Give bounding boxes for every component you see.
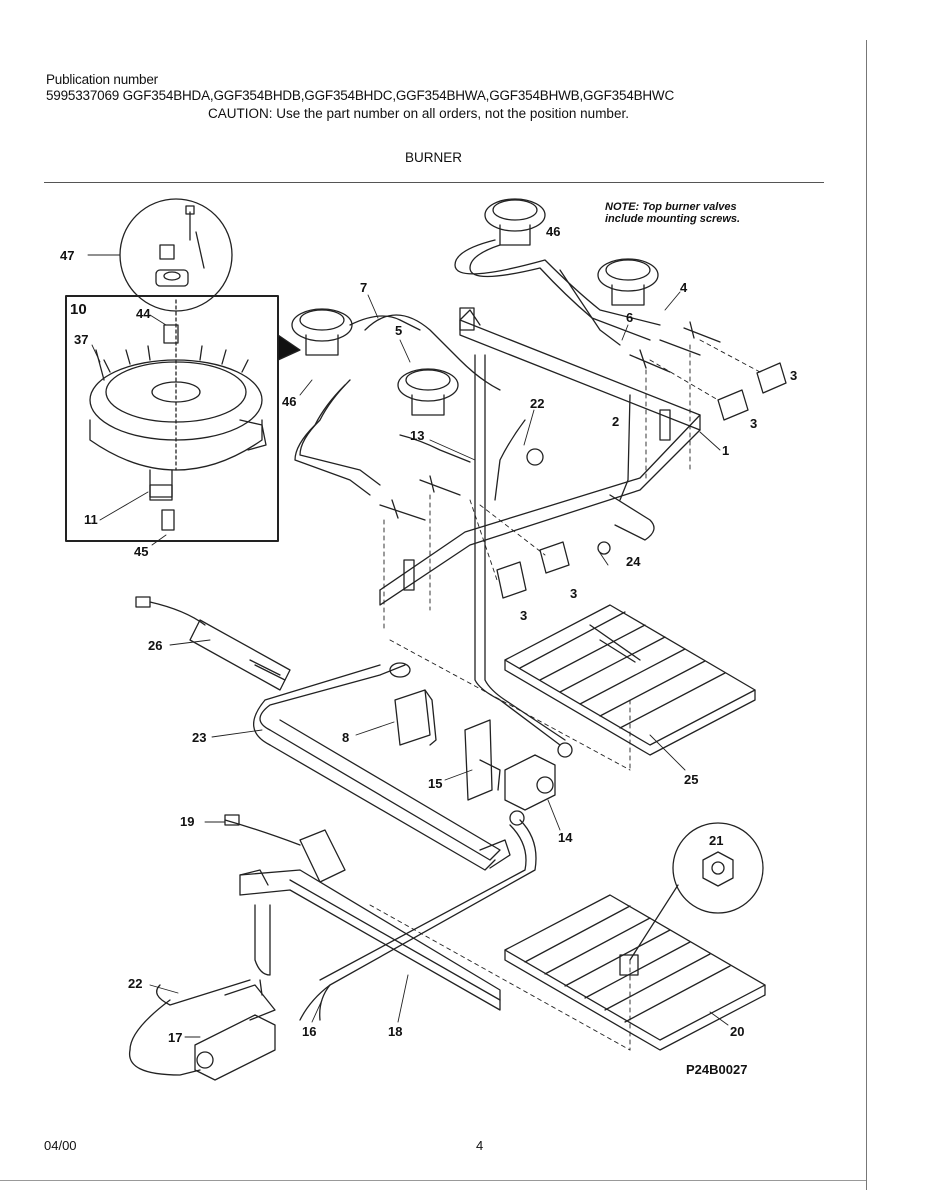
callout-19: 19	[180, 814, 194, 829]
footer-date: 04/00	[44, 1138, 77, 1153]
gas-tubing	[294, 239, 661, 746]
callout-46-left: 46	[282, 394, 296, 409]
baffle-25	[504, 604, 756, 756]
mounting-plates	[496, 362, 787, 599]
caution-text: CAUTION: Use the part number on all orde…	[208, 106, 629, 121]
callout-24: 24	[626, 554, 641, 569]
callout-21: 21	[709, 833, 723, 848]
detail-circle-21	[629, 822, 764, 961]
diagram-note-line2: include mounting screws.	[605, 213, 740, 225]
footer-page-number: 4	[476, 1138, 484, 1153]
callout-25: 25	[684, 772, 698, 787]
callout-11: 11	[84, 512, 98, 527]
title-divider	[44, 182, 824, 183]
callout-17: 17	[168, 1030, 182, 1045]
top-burner-heads	[291, 198, 659, 416]
callout-1: 1	[722, 443, 729, 458]
callout-26: 26	[148, 638, 162, 653]
lower-valve-17	[194, 979, 276, 1081]
callout-6: 6	[626, 310, 633, 325]
publication-label: Publication number	[46, 72, 158, 87]
pressure-regulator-14	[504, 742, 573, 826]
broil-burner-18	[224, 814, 501, 1011]
oven-burner-23	[253, 662, 511, 871]
callout-23: 23	[192, 730, 206, 745]
callout-15: 15	[428, 776, 442, 791]
baffle-20	[504, 894, 766, 1051]
section-title: BURNER	[405, 150, 463, 165]
bracket-15	[464, 719, 501, 801]
callout-45: 45	[134, 544, 148, 559]
diagram-note-line1: NOTE: Top burner valves	[605, 201, 737, 213]
callout-3-lower: 3	[520, 608, 527, 623]
callout-44: 44	[136, 306, 151, 321]
callout-37: 37	[74, 332, 88, 347]
callout-13: 13	[410, 428, 424, 443]
callout-8: 8	[342, 730, 349, 745]
callout-14: 14	[558, 830, 573, 845]
manifold-rail	[379, 307, 701, 606]
callout-4: 4	[680, 280, 688, 295]
detail-circle-47	[119, 198, 233, 312]
burner-valves	[379, 321, 721, 555]
callout-3-far-right: 3	[790, 368, 797, 383]
callout-leaders	[87, 254, 729, 1038]
inset-box-10	[65, 295, 301, 542]
dashed-guides	[369, 339, 761, 1051]
igniter-harness-26	[135, 596, 291, 691]
callout-18: 18	[388, 1024, 402, 1039]
callout-7: 7	[360, 280, 367, 295]
page-right-edge-rule	[866, 40, 867, 1190]
bracket-8	[394, 689, 437, 746]
callout-5: 5	[395, 323, 402, 338]
callout-46-top: 46	[546, 224, 560, 239]
drawing-code: P24B0027	[686, 1062, 747, 1077]
callout-22-upper: 22	[530, 396, 544, 411]
callout-3-right: 3	[750, 416, 757, 431]
publication-number-models: 5995337069 GGF354BHDA,GGF354BHDB,GGF354B…	[46, 88, 675, 103]
callout-47: 47	[60, 248, 74, 263]
callout-20: 20	[730, 1024, 744, 1039]
page-bottom-rule	[0, 1180, 866, 1181]
callout-22-lower: 22	[128, 976, 142, 991]
callout-10: 10	[70, 301, 87, 318]
callout-2: 2	[612, 414, 619, 429]
callout-3-center: 3	[570, 586, 577, 601]
lower-gas-lines	[128, 819, 537, 1076]
callout-16: 16	[302, 1024, 316, 1039]
